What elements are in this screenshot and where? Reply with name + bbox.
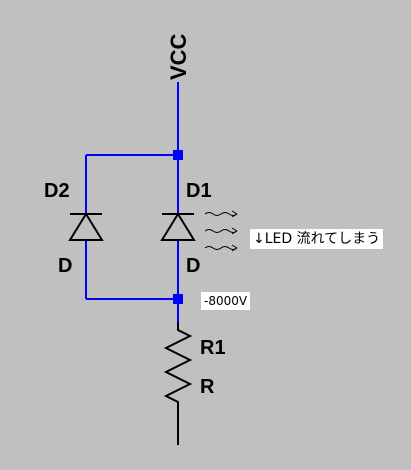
junction-node-top [173, 150, 183, 160]
wires [85, 82, 179, 322]
diode-d2 [68, 212, 104, 241]
r1-value-label: R [200, 376, 215, 398]
junction-node-bottom [173, 294, 183, 304]
d1-reference-label: D1 [186, 180, 212, 202]
d2-value-label: D [58, 255, 72, 277]
d1-value-label: D [186, 255, 200, 277]
resistor-r1 [163, 322, 193, 445]
r1-reference-label: R1 [200, 337, 226, 359]
light-emission-arrows [204, 210, 238, 252]
voltage-note: -8000V [201, 292, 251, 310]
d2-reference-label: D2 [44, 180, 70, 202]
led-current-note: ↓LED 流れてしまう [250, 229, 384, 249]
diode-d1 [160, 212, 196, 241]
vcc-label: VCC [166, 33, 191, 80]
